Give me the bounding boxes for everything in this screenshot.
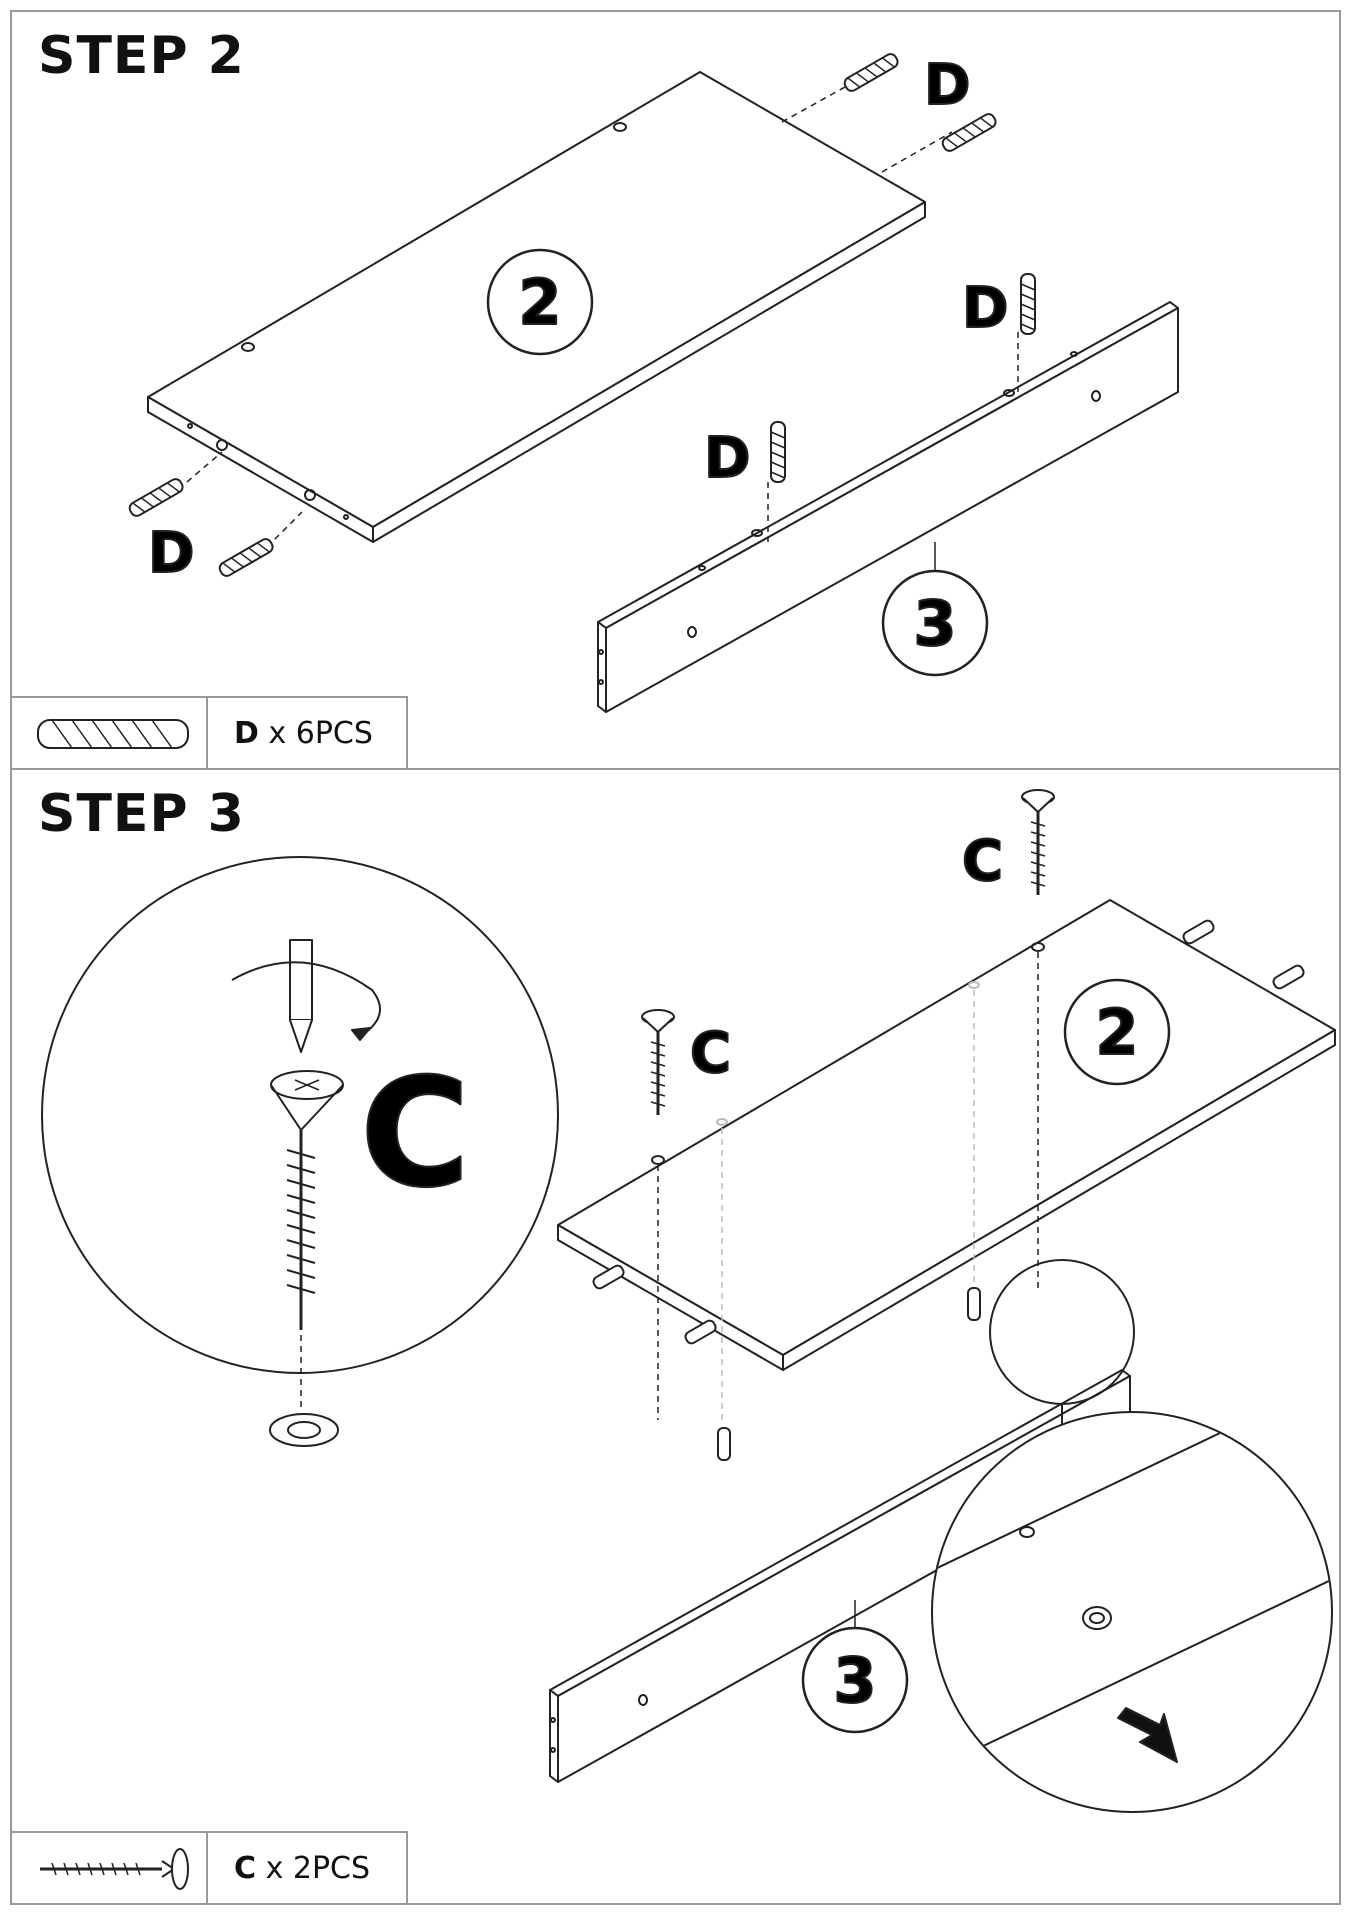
board-panel-2 bbox=[557, 899, 1336, 1371]
callout-c-left: C bbox=[690, 1021, 731, 1086]
screw-c-left bbox=[641, 1009, 675, 1115]
dowel-quantity: D x 6PCS bbox=[234, 716, 373, 751]
screw-c-right bbox=[1021, 789, 1055, 895]
callout-d-top: D bbox=[924, 53, 970, 118]
screw-count: x 2PCS bbox=[265, 1851, 371, 1886]
screw-part-letter: C bbox=[234, 1851, 257, 1886]
side-rail-panel-3 bbox=[597, 301, 1179, 713]
screw-quantity: C x 2PCS bbox=[234, 1851, 370, 1886]
panel-number-circle-2 bbox=[486, 248, 594, 356]
dowels-protruding bbox=[592, 919, 1305, 1461]
panel-number-circle-3 bbox=[881, 569, 989, 677]
callout-d-middle: D bbox=[704, 426, 750, 491]
screw-icon bbox=[12, 1833, 208, 1903]
detail-letter-c: C bbox=[360, 1047, 470, 1221]
panel-number-3: 3 bbox=[833, 1644, 876, 1717]
dowel-d-group bbox=[128, 53, 1036, 577]
dowel-icon bbox=[12, 698, 208, 768]
panel-number-2: 2 bbox=[1095, 996, 1138, 1069]
step-2-panel: STEP 2 bbox=[10, 10, 1341, 770]
panel-number-2: 2 bbox=[518, 266, 561, 339]
zoom-detail-circle bbox=[931, 1411, 1333, 1813]
panel-number-circle-3 bbox=[801, 1626, 909, 1734]
step-2-diagram: D D D D 2 3 bbox=[128, 52, 1179, 713]
callout-d-right: D bbox=[962, 276, 1008, 341]
step-3-title: STEP 3 bbox=[38, 784, 245, 844]
screw-detail-circle bbox=[41, 856, 559, 1447]
step-3-panel: STEP 3 C bbox=[10, 770, 1341, 1905]
callout-c-right: C bbox=[962, 829, 1003, 894]
dowel-part-letter: D bbox=[234, 716, 259, 751]
panel-number-3: 3 bbox=[913, 587, 956, 660]
guide-lines bbox=[657, 952, 1039, 1420]
dowel-count: x 6PCS bbox=[268, 716, 373, 751]
step-2-title: STEP 2 bbox=[38, 26, 245, 86]
callout-d-left: D bbox=[148, 521, 194, 586]
step-2-parts-legend: D x 6PCS bbox=[12, 696, 408, 768]
panel-number-circle-2 bbox=[1063, 978, 1171, 1086]
step-3-parts-legend: C x 2PCS bbox=[12, 1831, 408, 1903]
step-3-diagram: C bbox=[41, 789, 1336, 1813]
